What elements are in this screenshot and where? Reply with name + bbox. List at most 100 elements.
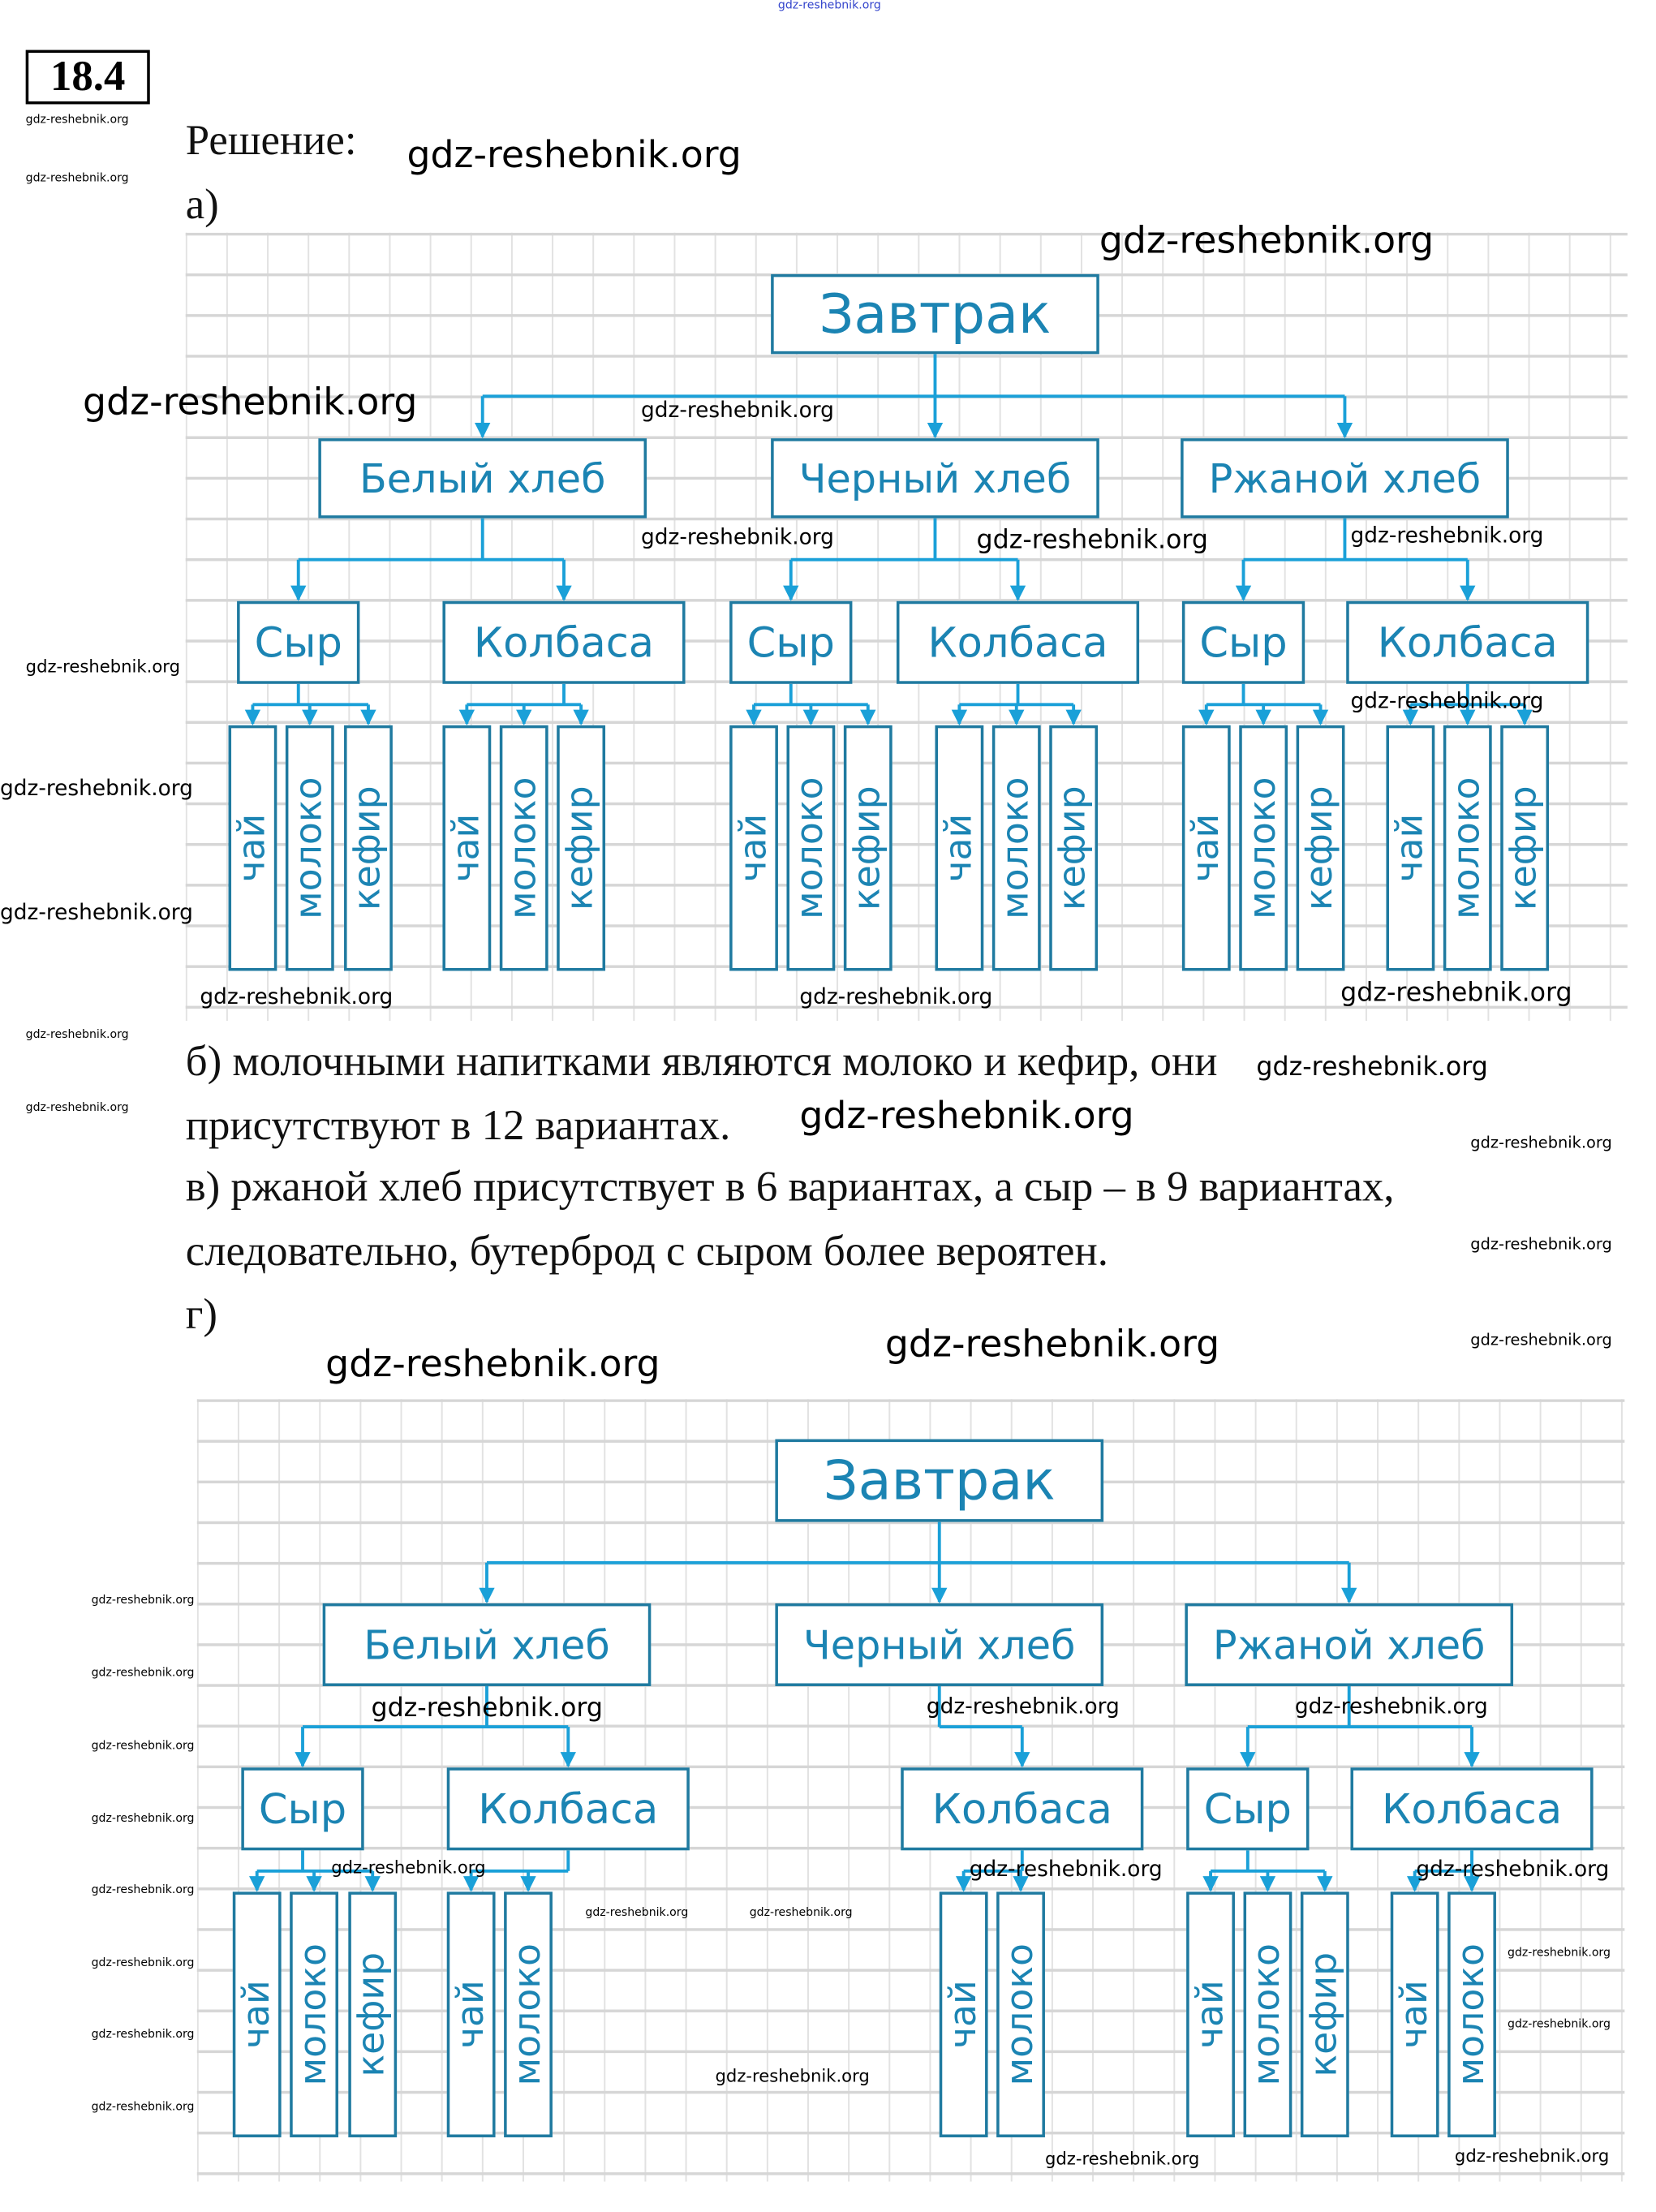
drink-node-label: молоко [506,1943,550,2086]
bread-node-label: Белый хлеб [359,454,606,502]
bread-node: Черный хлеб [775,1603,1104,1686]
drink-node: кефир [557,725,606,971]
filling-node-label: Колбаса [1377,618,1558,667]
watermark: gdz-reshebnik.org [1099,219,1434,263]
watermark: gdz-reshebnik.org [25,656,180,678]
watermark: gdz-reshebnik.org [799,983,993,1009]
answer-v-line1: в) ржаной хлеб присутствует в 6 варианта… [185,1163,1395,1211]
drink-node-label: кефир [351,1952,394,2077]
drink-node-label: кефир [1303,1952,1347,2077]
filling-node: Сыр [1186,1767,1310,1851]
watermark: gdz-reshebnik.org [83,381,418,424]
bread-node-label: Белый хлеб [363,1620,610,1668]
filling-node: Колбаса [446,1767,690,1851]
watermark: gdz-reshebnik.org [585,1905,689,1919]
watermark: gdz-reshebnik.org [406,134,742,178]
filling-node: Сыр [729,600,853,684]
solution-label: Решение: [185,117,357,165]
watermark: gdz-reshebnik.org [25,113,129,126]
watermark: gdz-reshebnik.org [371,1693,603,1724]
watermark: gdz-reshebnik.org [1340,978,1572,1009]
filling-node: Колбаса [901,1767,1144,1851]
part-g-label: г) [185,1290,217,1338]
watermark: gdz-reshebnik.org [91,1956,195,1969]
drink-node: чай [1386,725,1435,971]
part-a-label: а) [185,181,219,229]
bread-node: Белый хлеб [322,1603,652,1686]
drink-node: кефир [344,725,393,971]
bread-node-label: Черный хлеб [798,454,1072,502]
filling-node: Колбаса [896,600,1140,684]
filling-node-label: Сыр [746,618,835,667]
watermark: gdz-reshebnik.org [1044,2149,1200,2169]
watermark: gdz-reshebnik.org [200,983,394,1009]
filling-node: Сыр [241,1767,364,1851]
watermark: gdz-reshebnik.org [1350,522,1544,549]
drink-node: молоко [504,1891,553,2137]
drink-node: кефир [1500,725,1550,971]
watermark: gdz-reshebnik.org [25,1027,129,1041]
filling-node-label: Колбаса [473,618,655,667]
filling-node: Сыр [237,600,360,684]
filling-node: Сыр [1181,600,1305,684]
watermark: gdz-reshebnik.org [1454,2145,1610,2167]
drink-node-label: чай [942,1980,986,2050]
drink-node: молоко [1243,1891,1293,2137]
drink-node-label: молоко [292,1943,336,2086]
drink-node: молоко [1239,725,1288,971]
watermark: gdz-reshebnik.org [91,1883,195,1896]
watermark: gdz-reshebnik.org [325,1343,660,1387]
watermark: gdz-reshebnik.org [799,1095,1134,1138]
watermark: gdz-reshebnik.org [331,1857,486,1878]
watermark: gdz-reshebnik.org [91,2027,195,2041]
root-node-breakfast-label: Завтрак [819,282,1052,346]
watermark: gdz-reshebnik.org [1470,1134,1612,1152]
drink-node: чай [446,1891,496,2137]
drink-node: чай [935,725,984,971]
drink-node: кефир [348,1891,398,2137]
watermark: gdz-reshebnik.org [715,2065,870,2086]
drink-node: чай [1181,725,1231,971]
drink-node-label: молоко [999,1943,1043,2086]
watermark: gdz-reshebnik.org [976,525,1208,556]
watermark: gdz-reshebnik.org [0,899,193,926]
answer-v-line2: следовательно, бутерброд с сыром более в… [185,1228,1108,1276]
problem-number: 18.4 [25,49,150,105]
drink-node-label: чай [449,1980,493,2050]
drink-node-label: молоко [1450,1943,1494,2086]
drink-node: кефир [1049,725,1099,971]
drink-node: молоко [290,1891,339,2137]
watermark: gdz-reshebnik.org [91,2100,195,2114]
watermark: gdz-reshebnik.org [25,1100,129,1114]
drink-node-label: молоко [1246,1943,1289,2086]
filling-node: Колбаса [442,600,686,684]
watermark: gdz-reshebnik.org [91,1811,195,1825]
watermark: gdz-reshebnik.org [884,1323,1220,1366]
drink-node: кефир [1296,725,1345,971]
filling-node-label: Колбаса [927,618,1108,667]
bread-node: Белый хлеб [318,438,647,519]
root-node-breakfast: Завтрак [771,273,1099,355]
root-node-breakfast-label: Завтрак [823,1448,1056,1513]
answer-b-line2: присутствуют в 12 вариантах. [185,1102,731,1150]
drink-node-label: чай [235,1980,279,2050]
drink-node: молоко [786,725,836,971]
answer-b-line1: б) молочными напитками являются молоко и… [185,1038,1218,1086]
filling-node-label: Колбаса [478,1784,659,1834]
filling-node-label: Сыр [254,618,342,667]
drink-node: чай [1186,1891,1235,2137]
drink-node: молоко [285,725,334,971]
watermark: gdz-reshebnik.org [641,523,834,550]
watermark: gdz-reshebnik.org [25,171,129,184]
watermark: gdz-reshebnik.org [1350,688,1544,714]
bread-node-label: Черный хлеб [802,1620,1076,1668]
drink-node: чай [729,725,778,971]
filling-node-label: Колбаса [1381,1784,1563,1834]
drink-node: молоко [499,725,548,971]
drink-node: чай [228,725,277,971]
watermark: gdz-reshebnik.org [1508,2017,1611,2031]
watermark: gdz-reshebnik.org [1470,1234,1612,1254]
watermark: gdz-reshebnik.org [641,397,834,423]
